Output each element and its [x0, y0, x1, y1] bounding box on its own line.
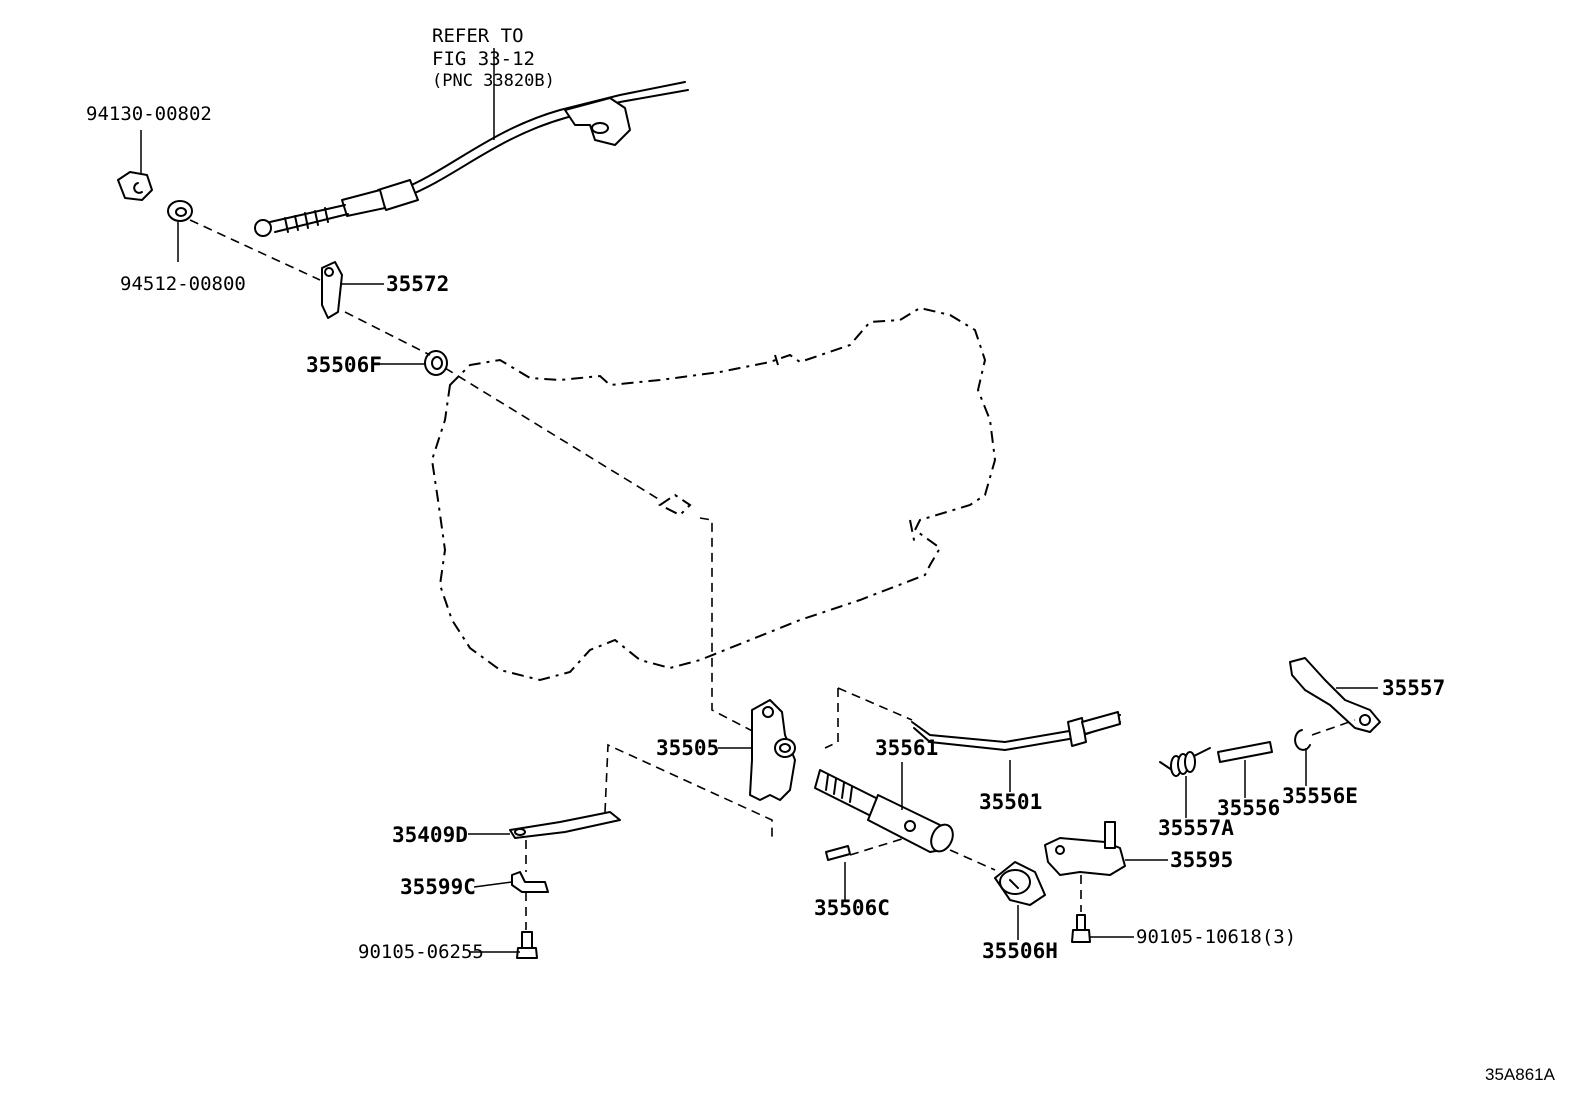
rod-35501-part — [911, 711, 1121, 752]
callout-90105-10618[interactable]: 90105-10618(3) — [1136, 926, 1296, 948]
nut-94130-part — [117, 171, 153, 201]
assembly-line-upper — [189, 219, 661, 501]
callout-35506F[interactable]: 35506F — [306, 353, 382, 377]
callout-94512-00800[interactable]: 94512-00800 — [120, 273, 246, 295]
lever-35557-part — [1289, 657, 1381, 733]
bolt-90105-06255-part — [516, 931, 538, 959]
bracket-35599C-part — [511, 871, 549, 893]
plate-35409D-part — [509, 811, 621, 839]
callout-35506H[interactable]: 35506H — [982, 939, 1058, 963]
assembly-line-down — [699, 517, 761, 736]
bolt-90105-10618-part — [1071, 914, 1091, 943]
refer-note-line-1: REFER TO — [432, 25, 524, 47]
callout-35556[interactable]: 35556 — [1217, 796, 1280, 820]
callout-35599C[interactable]: 35599C — [400, 875, 476, 899]
callout-94130-00802[interactable]: 94130-00802 — [86, 103, 212, 125]
refer-note-line-2: FIG 33-12 — [432, 48, 535, 70]
bracket-35595-part — [1044, 821, 1126, 876]
bushing-35506H-part — [994, 861, 1046, 906]
callout-35556E[interactable]: 35556E — [1282, 784, 1358, 808]
washer-94512-part — [167, 200, 193, 222]
callout-35557[interactable]: 35557 — [1382, 676, 1445, 700]
callout-35501[interactable]: 35501 — [979, 790, 1042, 814]
assembly-line-right — [1311, 719, 1356, 736]
leader-lines — [140, 48, 1378, 953]
callout-35557A[interactable]: 35557A — [1158, 816, 1234, 840]
pin-35506C-part — [825, 845, 851, 861]
callout-35505[interactable]: 35505 — [656, 736, 719, 760]
shift-cable — [254, 81, 689, 237]
pin-35556-part — [1217, 741, 1273, 763]
seal-35506F-part — [424, 350, 448, 376]
spring-35557A-part — [1159, 747, 1211, 777]
transmission-case-detail — [658, 354, 916, 546]
callout-35506C[interactable]: 35506C — [814, 896, 890, 920]
assembly-line-lower-left — [525, 687, 913, 930]
figure-id: 35A861A — [1485, 1065, 1556, 1084]
assembly-line-pin — [849, 837, 996, 871]
lever-35505-part — [749, 699, 796, 801]
shaft-35561-part — [814, 769, 954, 853]
refer-note-line-3: (PNC 33820B) — [432, 71, 555, 91]
callout-35595[interactable]: 35595 — [1170, 848, 1233, 872]
lever-35572-part — [321, 261, 343, 319]
callout-35409D[interactable]: 35409D — [392, 823, 468, 847]
transmission-case-outline — [430, 306, 997, 682]
callout-35561[interactable]: 35561 — [875, 736, 938, 760]
callout-35572[interactable]: 35572 — [386, 272, 449, 296]
callout-90105-06255[interactable]: 90105-06255 — [358, 941, 484, 963]
clip-35556E-part — [1294, 729, 1311, 751]
